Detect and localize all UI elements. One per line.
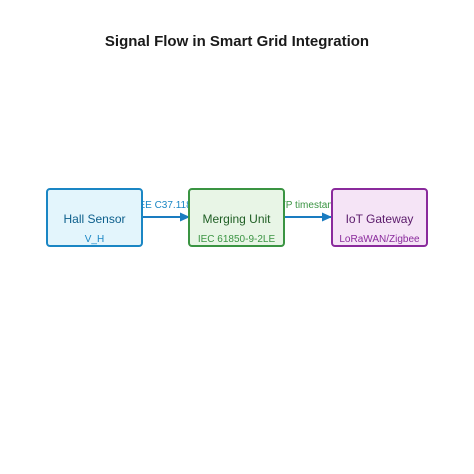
node-label: Hall Sensor xyxy=(63,212,125,226)
node-label: IoT Gateway xyxy=(346,212,414,226)
node-box xyxy=(188,188,285,247)
node-sublabel: LoRaWAN/Zigbee xyxy=(339,234,420,245)
edge-label: PTP timestamp xyxy=(273,200,342,211)
node-merging-unit: Merging Unit IEC 61850-9-2LE xyxy=(188,188,285,247)
node-hall-sensor: Hall Sensor V_H xyxy=(46,188,143,247)
node-box xyxy=(331,188,428,247)
node-label: Merging Unit xyxy=(202,212,271,226)
node-iot-gateway: IoT Gateway LoRaWAN/Zigbee xyxy=(331,188,428,247)
edge-hall-to-merging: IEEE C37.118 xyxy=(129,200,192,222)
node-box xyxy=(46,188,143,247)
node-sublabel: V_H xyxy=(85,234,104,245)
edge-label: IEEE C37.118 xyxy=(129,200,192,211)
node-sublabel: IEC 61850-9-2LE xyxy=(198,234,276,245)
diagram-title: Signal Flow in Smart Grid Integration xyxy=(104,33,370,50)
edge-merging-to-gateway: PTP timestamp xyxy=(273,200,342,222)
